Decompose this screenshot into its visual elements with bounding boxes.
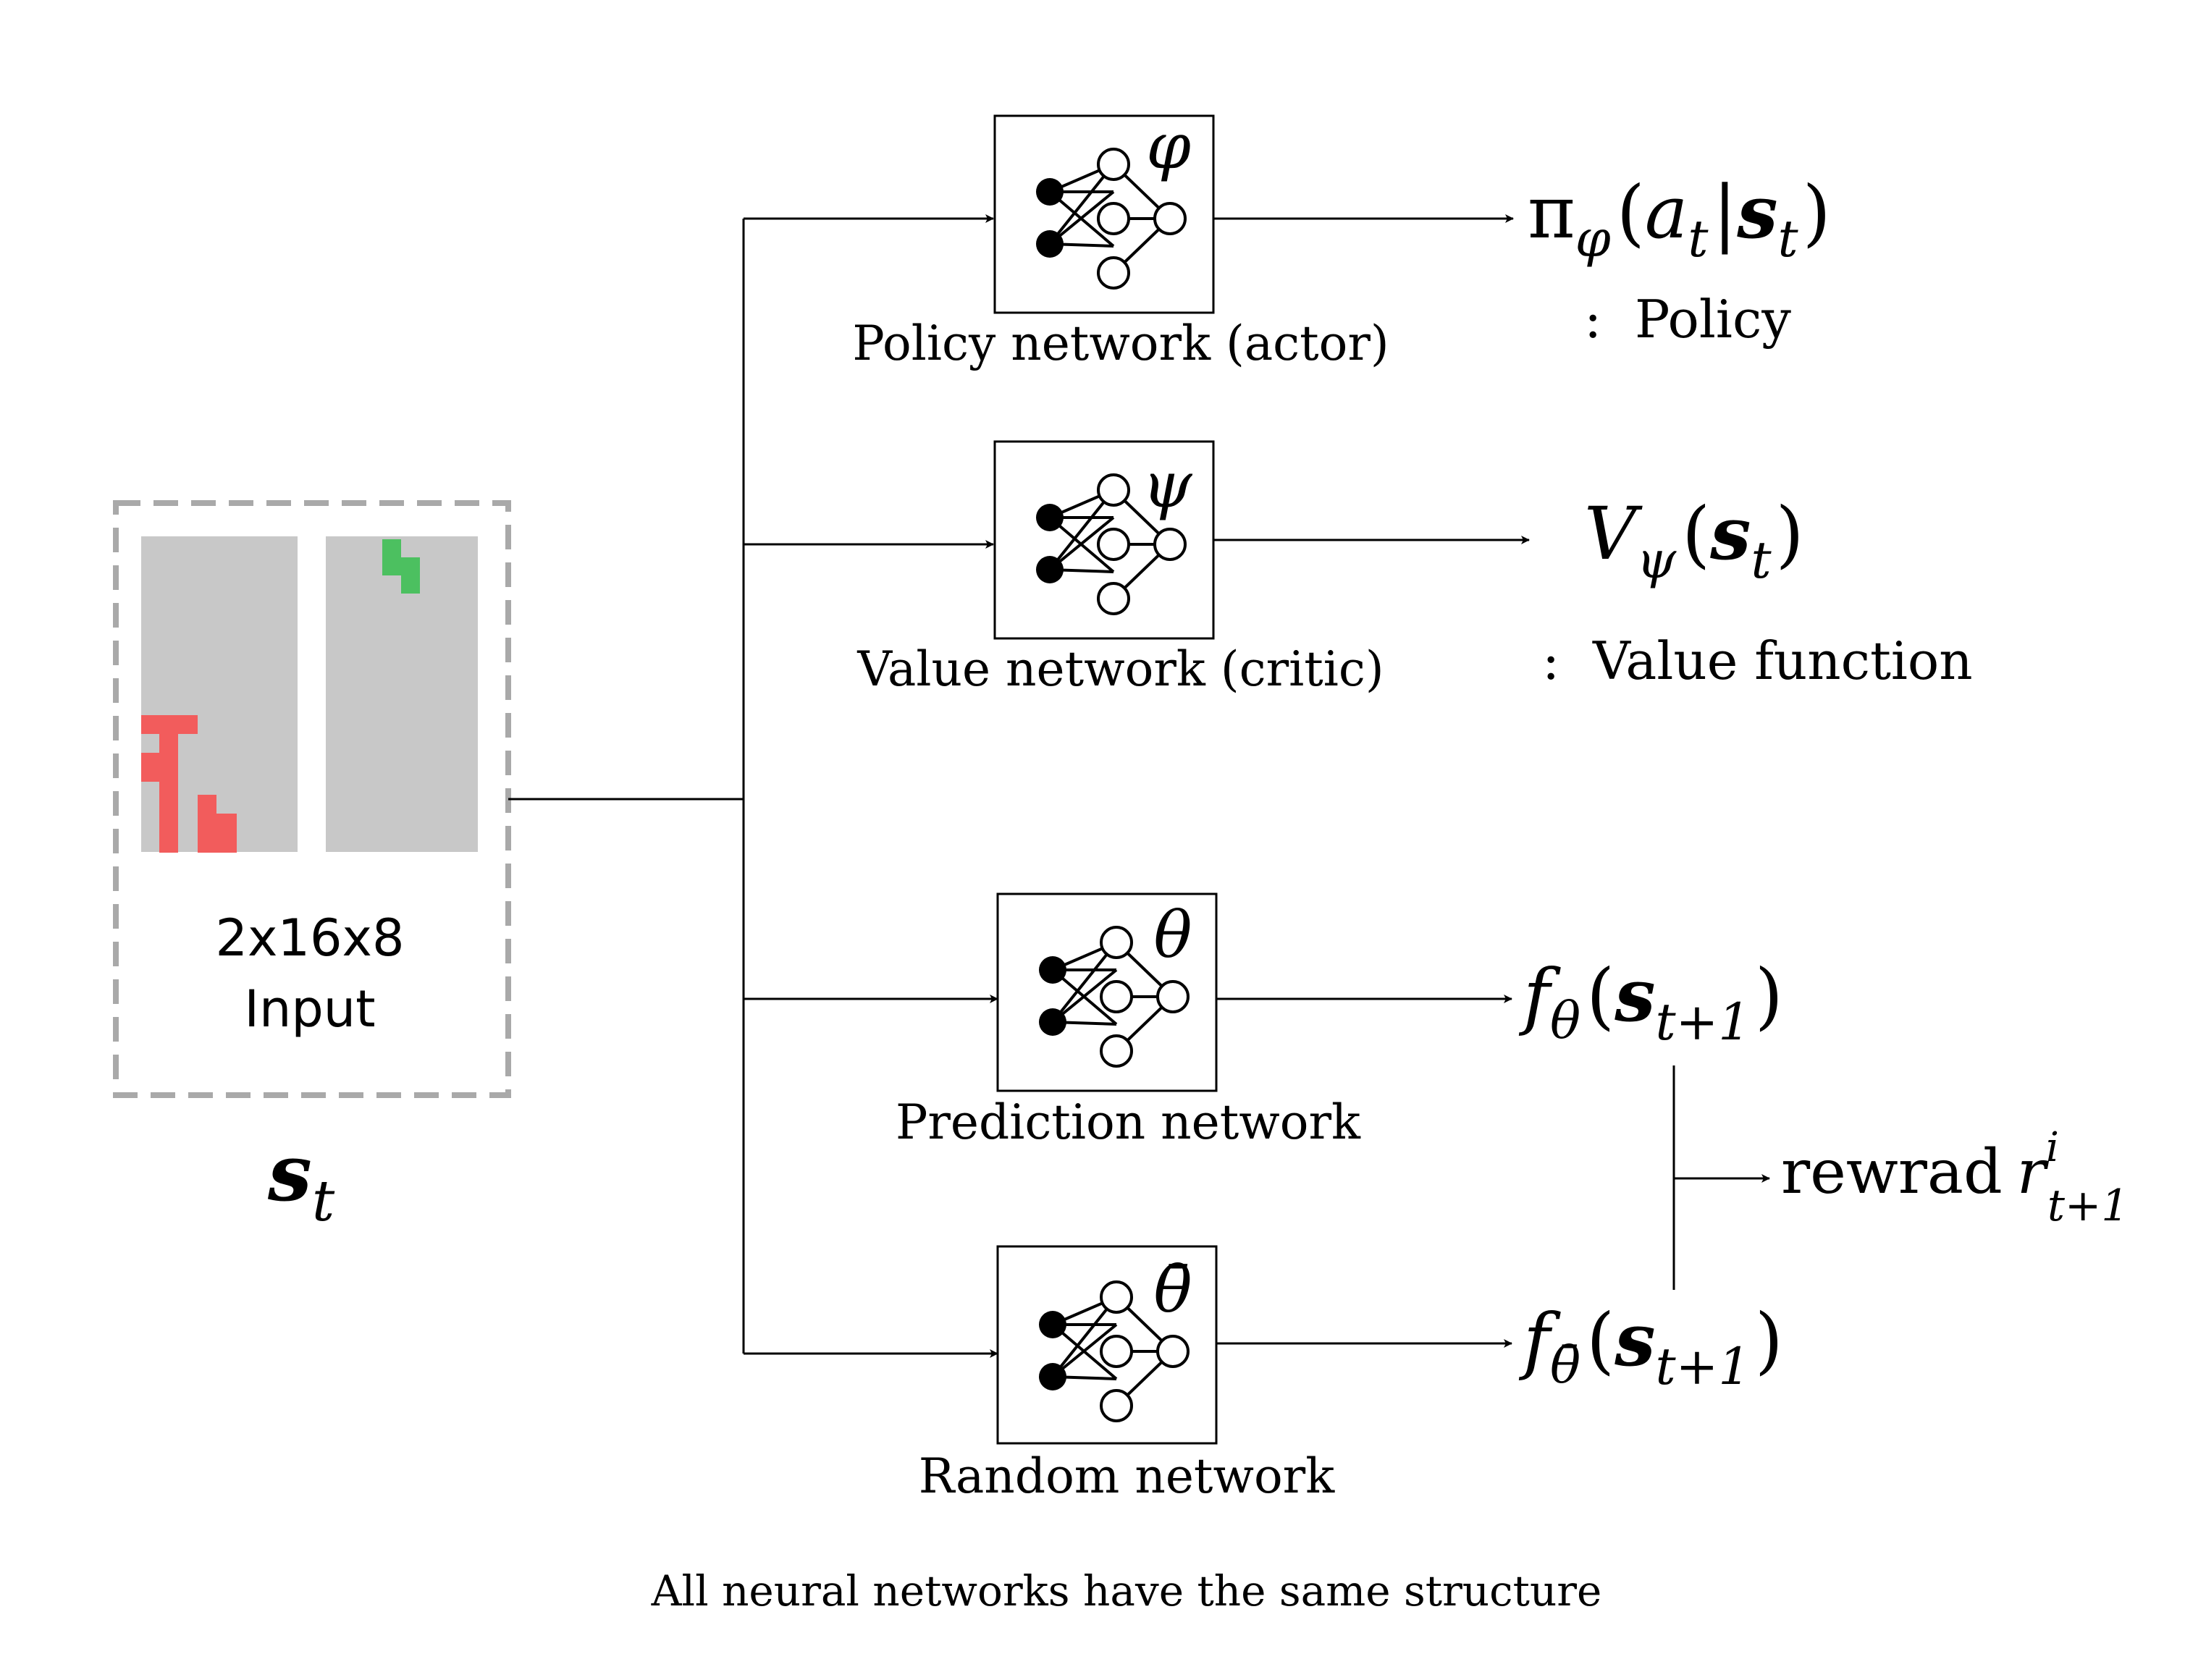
input-label: Input [244,979,375,1039]
policy-network-label: Policy network (actor) [852,316,1389,371]
random-network-label: Random network [919,1448,1335,1504]
green-piece [382,539,420,594]
random-output-formula: fθ̄(st+1) [1518,1297,1783,1396]
value-output-formula: Vψ(st) [1584,491,1804,590]
state-symbol: st [267,1128,335,1234]
random-network-node: θ̄ [996,1245,1218,1445]
red-piece [141,715,237,853]
prediction-output-formula: fθ(st+1) [1518,953,1783,1052]
policy-param: φ [1146,109,1191,183]
output-arrows [1213,214,1770,1348]
neural-net-icon [1036,148,1187,290]
neural-net-icon [1036,473,1187,615]
value-network-label: Value network (critic) [856,641,1384,697]
value-network-node: ψ [993,440,1215,640]
value-param: ψ [1142,447,1192,522]
prediction-network-node: θ [996,892,1218,1092]
board-current [141,536,298,853]
input-box: 2x16x8 Input [113,500,511,1098]
policy-output-formula: πφ(at|st) [1528,169,1831,269]
value-output-desc: : Value function [1542,630,1973,691]
connector-lines [508,214,998,1358]
input-dims-label: 2x16x8 [216,908,405,968]
random-param: θ̄ [1154,1252,1192,1327]
policy-output-desc: : Policy [1584,289,1791,350]
neural-net-icon [1039,926,1190,1068]
prediction-network-label: Prediction network [896,1094,1361,1150]
figure-caption: All neural networks have the same struct… [651,1566,1602,1616]
neural-net-icon [1039,1280,1190,1422]
board-next [326,536,478,852]
prediction-param: θ [1154,898,1192,972]
policy-network-node: φ [993,109,1215,314]
